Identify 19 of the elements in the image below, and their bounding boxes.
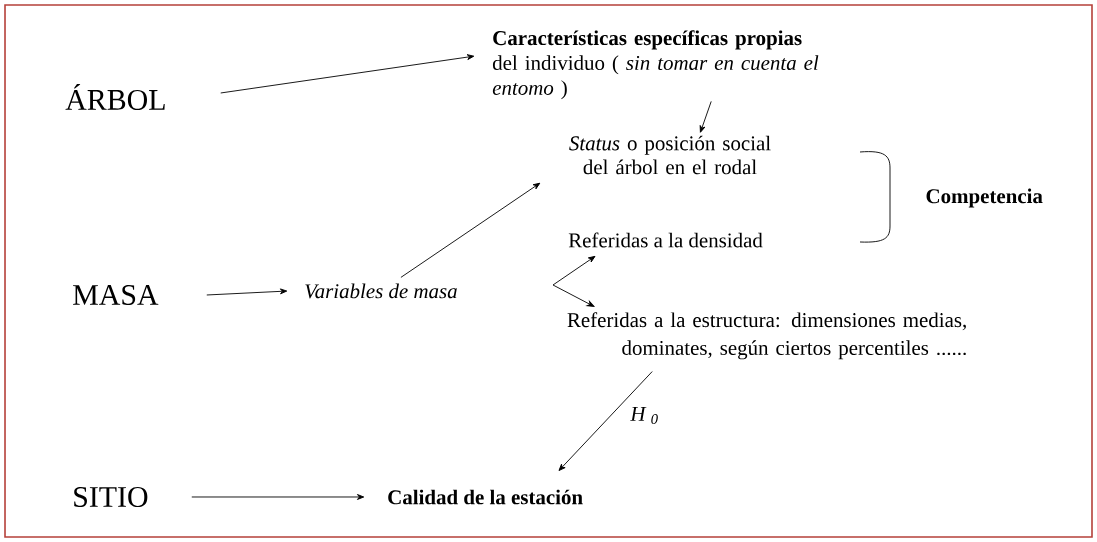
description-text: Referidas a la estructura: dimensiones medias, dominates, según ciertos percentiles ...... (567, 312, 966, 360)
arrow (220, 54, 475, 94)
description-text: Referidas a la densidad (568, 232, 763, 248)
description-text: Características específicas propias del individuo ( sin tomar en cuenta el entomo ) (492, 30, 819, 100)
arrow (558, 371, 653, 471)
arrow (699, 100, 712, 133)
arrow (191, 494, 365, 500)
arrow (400, 182, 541, 278)
description-text: Status o posición social del árbol en el rodal (569, 135, 771, 175)
description-text: Variables de masa (305, 283, 457, 299)
level-label: SITIO (74, 486, 148, 508)
arrow (552, 284, 595, 307)
arrow (552, 255, 596, 286)
bracket-label: Competencia (926, 188, 1043, 208)
level-label: ÁRBOL (65, 84, 165, 110)
result-text: Calidad de la estación (388, 489, 583, 505)
edge-label: H $_{0}$ (630, 407, 658, 424)
level-label: MASA (73, 284, 159, 306)
arrow (206, 288, 288, 296)
